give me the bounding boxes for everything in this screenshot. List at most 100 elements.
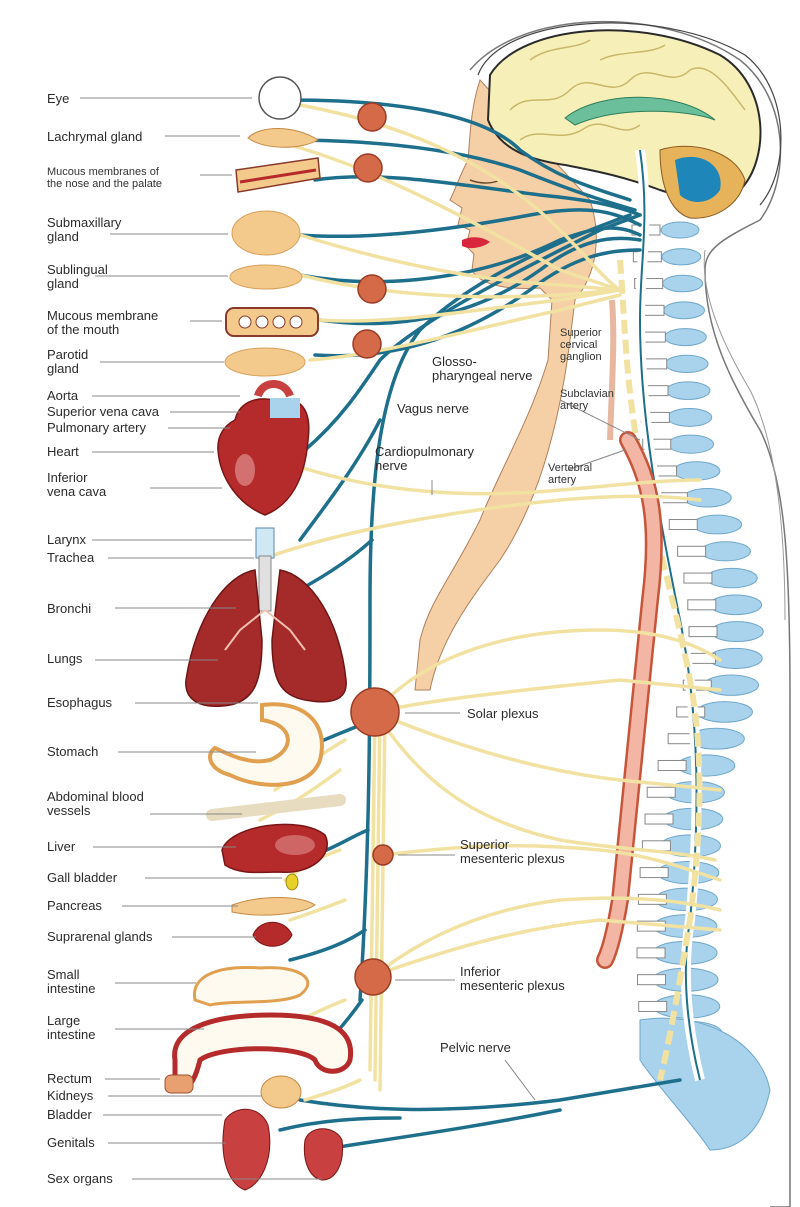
vertebra <box>666 408 713 427</box>
label-lachrymal-gland: Lachrymal gland <box>47 129 143 144</box>
label-superior-cervical-ganglion: Superior cervical ganglion <box>560 327 602 363</box>
mouth-mucous-organ <box>225 307 319 337</box>
vertebra <box>665 381 711 400</box>
vertebra-process <box>657 759 687 771</box>
label-aorta: Aorta <box>47 388 79 403</box>
lachrymal-organ <box>247 128 319 148</box>
label-rectum: Rectum <box>47 1071 92 1086</box>
label-genitals: Genitals <box>47 1135 95 1150</box>
vertebra-process <box>636 947 666 959</box>
label-solar-plexus: Solar plexus <box>467 706 539 721</box>
label-cardiopulmonary-nerve: Cardiopulmonary nerve <box>375 444 474 473</box>
solar-plexus-ganglion <box>350 687 400 737</box>
label-superior-mesenteric-plexus: Superior mesenteric plexus <box>460 837 565 866</box>
vertebra <box>663 301 705 320</box>
vertebra-process <box>636 974 666 986</box>
label-gall-bladder: Gall bladder <box>47 870 118 885</box>
submaxillary-organ <box>231 210 301 256</box>
vertebra <box>692 514 743 535</box>
label-kidneys: Kidneys <box>47 1088 94 1103</box>
label-mucous-nose: Mucous membranes of the nose and the pal… <box>47 166 162 190</box>
vertebra-process <box>634 278 664 290</box>
label-trachea: Trachea <box>47 550 95 565</box>
label-stomach: Stomach <box>47 744 99 759</box>
label-pelvic-nerve: Pelvic nerve <box>440 1040 511 1055</box>
pterygopalatine-ganglion <box>353 153 383 183</box>
sublingual-organ <box>229 264 303 290</box>
label-superior-vena-cava: Superior vena cava <box>47 404 160 419</box>
label-glossopharyngeal-nerve: Glosso- pharyngeal nerve <box>432 354 533 383</box>
label-pancreas: Pancreas <box>47 898 102 913</box>
left-lung <box>185 569 263 707</box>
label-large-intestine: Large intestine <box>47 1013 96 1042</box>
leader-line <box>567 449 626 471</box>
otic-ganglion <box>352 329 382 359</box>
pancreas-organ <box>231 897 316 916</box>
abdominal-vessels-organ <box>206 794 346 821</box>
vertebra-process <box>638 1000 668 1012</box>
label-larynx: Larynx <box>47 532 87 547</box>
vertebra-process <box>644 813 674 825</box>
large-intestine-organ <box>172 1012 354 1093</box>
rectum-organ <box>164 1074 194 1094</box>
label-pulmonary-artery: Pulmonary artery <box>47 420 146 435</box>
label-bladder: Bladder <box>47 1107 92 1122</box>
label-esophagus: Esophagus <box>47 695 113 710</box>
skull-outline <box>477 22 782 206</box>
right-lung <box>271 569 347 703</box>
label-vagus-nerve: Vagus nerve <box>397 401 470 416</box>
vertebra-process <box>683 572 713 584</box>
label-liver: Liver <box>47 839 76 854</box>
sacrum <box>639 1017 771 1151</box>
label-sublingual: Sublingual gland <box>47 262 108 291</box>
vertebra <box>660 221 700 239</box>
vertebra <box>700 541 751 562</box>
small-intestine-organ <box>193 965 310 1007</box>
vertebra <box>706 567 758 589</box>
vertebra <box>667 434 715 454</box>
body-outline <box>469 21 791 1207</box>
vertebra <box>664 354 709 374</box>
label-inferior-mesenteric-plexus: Inferior mesenteric plexus <box>460 964 565 993</box>
kidneys-organ <box>260 1075 302 1109</box>
label-submaxillary: Submaxillary gland <box>47 215 122 244</box>
brain-folds <box>509 39 746 141</box>
ganglia <box>350 102 400 996</box>
label-bronchi: Bronchi <box>47 601 92 616</box>
gall-bladder-organ <box>285 873 299 891</box>
vertebra-process <box>677 545 707 557</box>
vertebra-process <box>668 519 698 531</box>
vertebra <box>672 461 721 481</box>
label-eye: Eye <box>47 91 70 106</box>
vena-cava-stub <box>270 398 300 418</box>
inferior-mesenteric-ganglion <box>354 958 392 996</box>
label-subclavian-artery: Subclavian artery <box>560 388 614 412</box>
stomach-organ <box>208 702 324 787</box>
sympathetic-chain <box>617 259 703 1081</box>
parotid-organ <box>224 347 306 377</box>
label-small-intestine: Small intestine <box>47 967 96 996</box>
vertebra <box>663 328 707 347</box>
bladder-organ <box>222 1108 271 1191</box>
label-suprarenal: Suprarenal glands <box>47 929 153 944</box>
larynx-organ <box>255 527 275 559</box>
trachea-organ <box>258 555 272 612</box>
brainstem <box>675 156 721 202</box>
vertebra <box>709 594 763 616</box>
vertebra <box>703 674 760 696</box>
eye-organ <box>258 76 302 120</box>
submandibular-ganglion <box>357 274 387 304</box>
superior-mesenteric-ganglion <box>372 844 394 866</box>
back-skin-line <box>703 249 786 621</box>
vertebra-process <box>646 786 676 798</box>
face-skin <box>414 79 597 691</box>
organs <box>164 76 354 1191</box>
genitals-organ <box>303 1128 344 1181</box>
leader-line <box>504 1059 536 1101</box>
vertebra <box>661 248 702 266</box>
label-sex-organs: Sex organs <box>47 1171 113 1186</box>
vertebra <box>710 621 764 643</box>
leader-lines <box>80 97 641 1180</box>
